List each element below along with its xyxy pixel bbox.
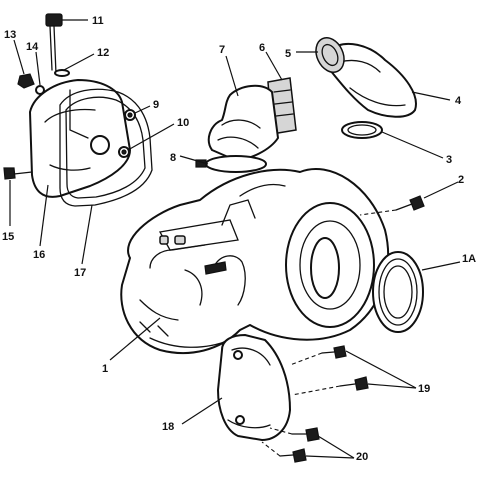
plate-part-18 — [217, 334, 291, 441]
screw-part-15 — [3, 167, 33, 180]
bolt-part-19-upper — [321, 345, 347, 359]
callout-1: 1 — [102, 363, 108, 375]
callout-7: 7 — [219, 44, 225, 56]
inspection-cover-part-16 — [29, 79, 131, 198]
callout-10: 10 — [177, 117, 189, 129]
hose-clamp-part-5 — [315, 37, 345, 73]
leader-lines — [9, 19, 461, 459]
callout-11: 11 — [92, 15, 104, 27]
callout-5: 5 — [285, 48, 291, 60]
plug-part-11 — [45, 13, 63, 75]
callout-4: 4 — [455, 95, 462, 107]
washer-part-14 — [35, 85, 45, 95]
o-ring-part-12 — [54, 69, 70, 77]
bolt-part-2 — [395, 195, 425, 211]
cover-gasket-part-17 — [59, 88, 153, 207]
intake-boot-part-4 — [329, 42, 417, 118]
callout-labels: 1 1A 2 3 4 5 6 7 8 9 10 11 12 13 14 15 1… — [2, 15, 476, 463]
seal-ring-part-1a — [372, 251, 424, 333]
callout-15: 15 — [2, 231, 14, 243]
callout-16: 16 — [33, 249, 45, 261]
bolt-part-20-upper — [291, 427, 320, 442]
callout-13: 13 — [4, 29, 16, 41]
callout-12: 12 — [97, 47, 109, 59]
callout-17: 17 — [74, 267, 86, 279]
fastener-part-10 — [118, 146, 130, 158]
fastener-part-9 — [124, 109, 136, 121]
main-cover-part-1 — [120, 168, 390, 354]
nut-part-13 — [17, 73, 35, 89]
callout-3: 3 — [446, 154, 452, 166]
callout-6: 6 — [259, 42, 265, 54]
cover-bell-hub — [310, 237, 340, 299]
callout-9: 9 — [153, 99, 159, 111]
callout-2: 2 — [458, 174, 464, 186]
callout-8: 8 — [170, 152, 176, 164]
callout-18: 18 — [162, 421, 174, 433]
hose-clamp-part-3 — [341, 121, 383, 139]
bolt-part-19-lower — [339, 376, 369, 391]
callout-14: 14 — [26, 41, 39, 53]
cover-boss — [90, 135, 110, 155]
callout-20: 20 — [356, 451, 368, 463]
bolt-part-20-lower — [279, 448, 307, 463]
callout-19: 19 — [418, 383, 430, 395]
air-duct-part-7 — [207, 84, 279, 161]
callout-1a: 1A — [462, 253, 476, 265]
